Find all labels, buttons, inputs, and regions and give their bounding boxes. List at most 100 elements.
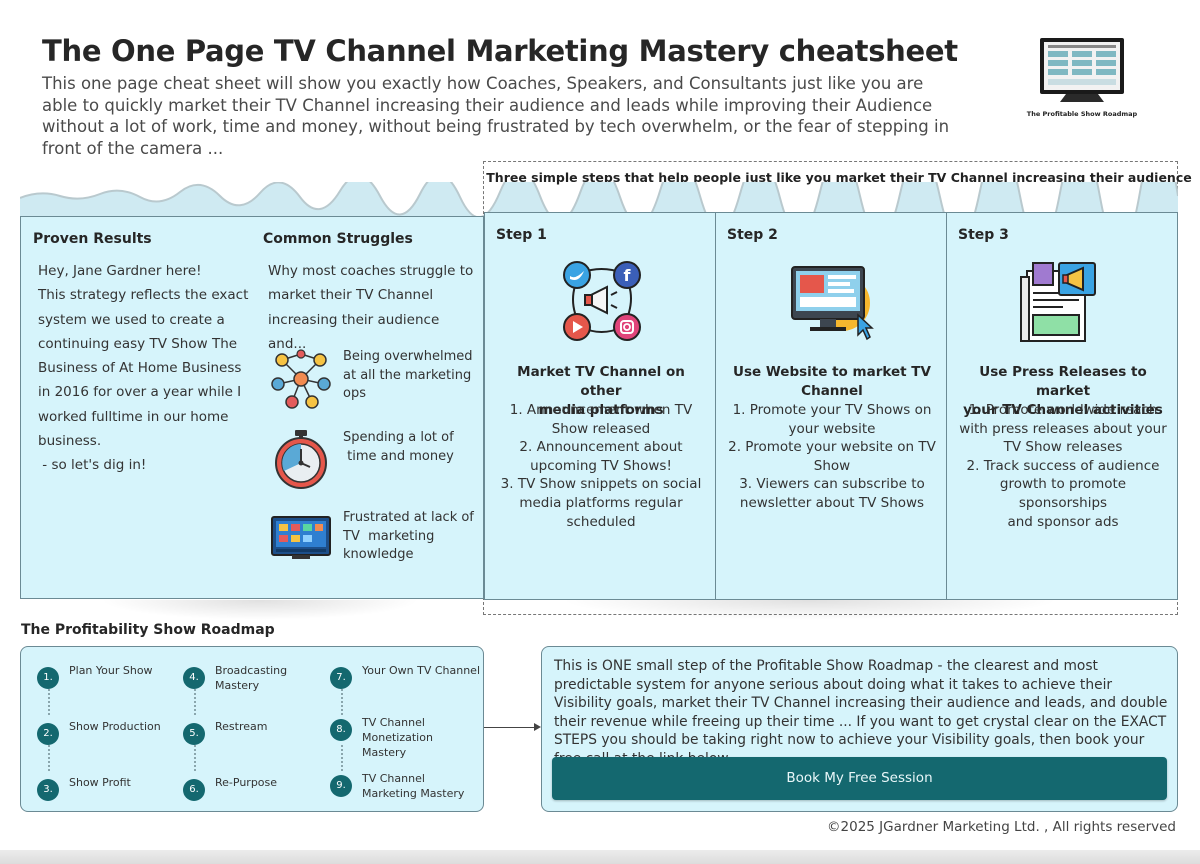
struggle-line: TV marketing — [343, 528, 435, 544]
struggle-text: Frustrated at lack of TV marketing knowl… — [343, 509, 478, 565]
step-1-column: Step 1 f Market TV Channel on other medi… — [484, 212, 716, 600]
step-item-line: 2. Promote your website on TV — [728, 439, 936, 456]
step-item-line: 1. Promote worldwide reach — [968, 402, 1158, 418]
struggle-item: Frustrated at lack of TV marketing knowl… — [270, 509, 480, 569]
roadmap-item-number: 7. — [330, 667, 352, 689]
common-struggles-heading: Common Struggles — [263, 231, 413, 247]
decorative-wave — [20, 182, 1178, 218]
struggle-line: time and money — [343, 448, 454, 464]
struggle-item: Being overwhelmed at all the marketing o… — [270, 348, 480, 409]
proven-results-heading: Proven Results — [33, 231, 152, 247]
network-people-icon — [271, 349, 331, 409]
roadmap-item: 7. Your Own TV Channel — [330, 663, 480, 697]
roadmap-item: 8. TV Channel Monetization Mastery — [330, 715, 480, 759]
step-items: 1. Promote worldwide reach with press re… — [955, 401, 1171, 531]
step-2-column: Step 2 Use Website to market TV Channel … — [715, 212, 947, 600]
struggle-text: Being overwhelmed at all the marketing o… — [343, 348, 478, 404]
struggle-intro-line: increasing their audience and... — [268, 311, 440, 352]
step-item-line: scheduled — [566, 513, 636, 530]
step-item-line: your website — [788, 420, 876, 437]
step-item-line: growth to promote sponsorships — [999, 476, 1127, 511]
roadmap-item-label: Broadcasting Mastery — [215, 664, 288, 692]
roadmap-item-number: 1. — [37, 667, 59, 689]
struggle-line: Frustrated at lack of — [343, 510, 474, 525]
roadmap-box: 1. Plan Your Show 2. Show Production 3. … — [20, 646, 484, 812]
proven-results-text: Hey, Jane Gardner here! This strategy re… — [38, 259, 260, 478]
roadmap-item: 9. TV Channel Marketing Mastery — [330, 771, 480, 805]
thumbnail-caption: The Profitable Show Roadmap — [1026, 110, 1138, 118]
stopwatch-icon — [275, 430, 327, 489]
proven-line: - so let's dig in! — [38, 457, 147, 474]
roadmap-monitor-thumbnail — [1040, 38, 1124, 102]
roadmap-item: 5. Restream — [183, 719, 333, 753]
roadmap-item-number: 3. — [37, 779, 59, 801]
roadmap-item-label: Show Profit — [69, 776, 131, 789]
step-item-line: with press releases about your — [959, 420, 1167, 437]
proven-line: system we used to create a — [38, 311, 225, 328]
struggle-line: Spending a lot of — [343, 430, 454, 445]
proven-line: Hey, Jane Gardner here! — [38, 263, 202, 279]
roadmap-item: 1. Plan Your Show — [37, 663, 187, 697]
panel-shadow — [100, 600, 420, 620]
step-items: 1. Promote your TV Shows on your website… — [724, 401, 940, 513]
roadmap-item: 6. Re-Purpose — [183, 775, 333, 809]
step-item-line: 3. Viewers can subscribe to — [739, 476, 925, 493]
roadmap-item-number: 5. — [183, 723, 205, 745]
roadmap-item-label: Plan Your Show — [69, 664, 153, 677]
step-label: Step 1 — [496, 227, 547, 243]
proven-line: continuing easy TV Show The — [38, 335, 238, 352]
panel-shadow — [560, 600, 1060, 620]
step-3-column: Step 3 Use Press Releases to market your… — [946, 212, 1178, 600]
roadmap-connector — [194, 745, 196, 771]
roadmap-item-label: Show Production — [69, 720, 161, 733]
common-struggles-intro: Why most coaches struggle to market thei… — [268, 259, 480, 356]
step-title-line: Use Website to market TV — [733, 364, 931, 380]
roadmap-item-label: Restream — [215, 720, 268, 733]
proven-line: in 2016 for over a year while I — [38, 384, 242, 401]
book-free-session-button[interactable]: Book My Free Session — [552, 757, 1167, 800]
roadmap-item-number: 6. — [183, 779, 205, 801]
roadmap-item-label: TV Channel Monetization Mastery — [362, 716, 433, 759]
website-monitor-icon — [791, 266, 874, 341]
struggle-text: Spending a lot of time and money — [343, 429, 478, 466]
roadmap-item-number: 4. — [183, 667, 205, 689]
step-title: Use Press Releases to market your TV Cha… — [957, 363, 1169, 420]
struggle-intro-line: market their TV Channel — [268, 287, 434, 304]
smart-tv-icon — [271, 516, 331, 559]
step-item-line: upcoming TV Shows! — [530, 457, 672, 474]
step-item-line: newsletter about TV Shows — [739, 494, 925, 511]
struggle-line: at all the marketing — [343, 367, 472, 383]
roadmap-item-label: Re-Purpose — [215, 776, 278, 789]
roadmap-item-label: Your Own TV Channel — [362, 664, 481, 677]
roadmap-item-number: 2. — [37, 723, 59, 745]
page-subtitle: This one page cheat sheet will show you … — [42, 74, 950, 158]
step-item-line: TV Show releases — [1003, 439, 1123, 456]
step-title: Market TV Channel on other media platfor… — [495, 363, 707, 420]
roadmap-item-label: TV Channel Marketing Mastery — [362, 772, 465, 800]
step-title-line: media platforms — [538, 402, 664, 418]
step-item-line: media platforms regular — [519, 494, 683, 511]
roadmap-item-number: 8. — [330, 719, 352, 741]
step-title: Use Website to market TV Channel — [726, 363, 938, 401]
roadmap-arrow-line — [484, 727, 538, 728]
step-label: Step 3 — [958, 227, 1009, 243]
step-item-line: 1. Promote your TV Shows on — [732, 402, 932, 418]
struggle-line: ops — [343, 386, 366, 401]
roadmap-connector — [194, 689, 196, 715]
struggle-item: Spending a lot of time and money — [270, 429, 480, 489]
roadmap-connector — [48, 689, 50, 715]
bottom-band — [0, 850, 1200, 864]
cta-text: This is ONE small step of the Profitable… — [554, 658, 1168, 767]
step-item-line: Show released — [551, 420, 651, 437]
roadmap-item: 2. Show Production — [37, 719, 187, 753]
roadmap-connector — [48, 745, 50, 771]
roadmap-connector — [341, 745, 343, 771]
proven-line: worked fulltime in our home — [38, 408, 229, 425]
step-item-line: 3. TV Show snippets on social — [500, 476, 702, 493]
step-title-line: Use Press Releases to market — [979, 364, 1147, 399]
roadmap-connector — [341, 689, 343, 715]
roadmap-item: 3. Show Profit — [37, 775, 187, 809]
roadmap-item-number: 9. — [330, 775, 352, 797]
roadmap-arrow-head — [534, 723, 541, 731]
step-title-line: Channel — [801, 383, 863, 399]
